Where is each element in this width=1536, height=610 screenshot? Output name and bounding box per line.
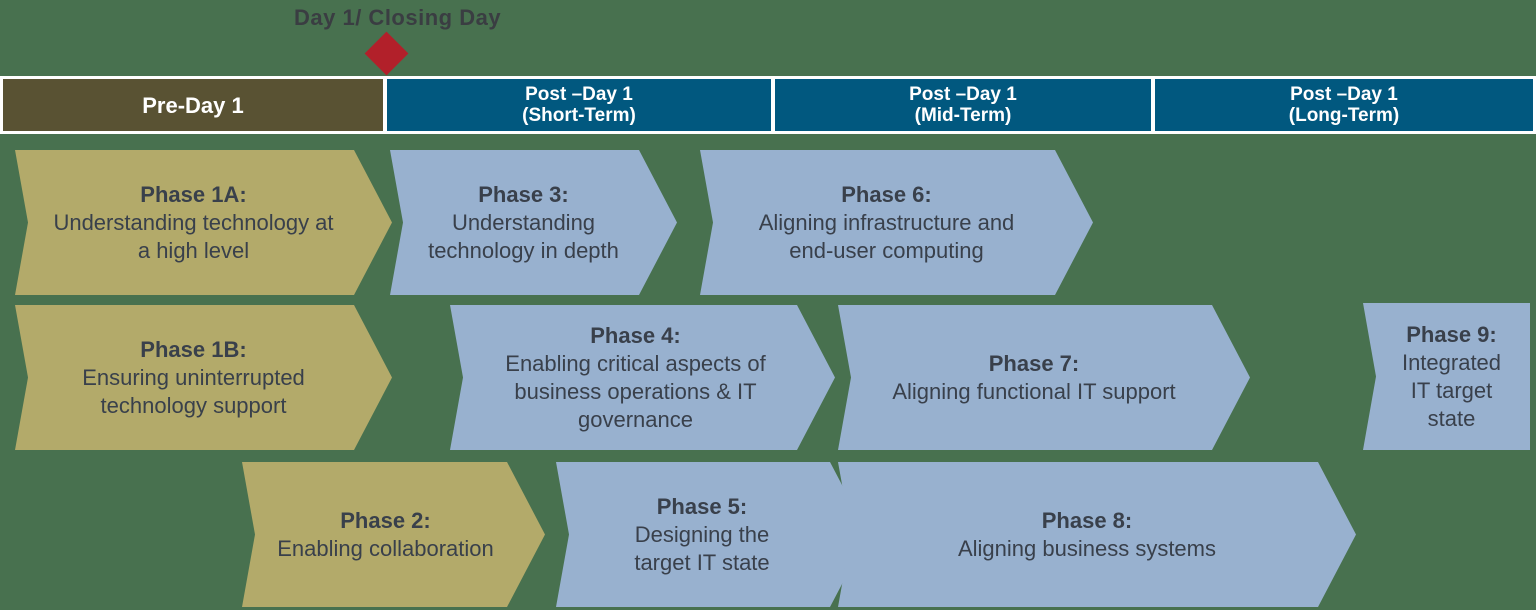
header-segment-label-line2: (Long-Term) [1288,105,1400,126]
header-segment-label-line2: (Short-Term) [522,105,636,126]
phase-4-title: Phase 4: [590,322,681,348]
phase-8-chevron: Phase 8: Aligning business systems [838,462,1356,607]
header-segment-label: Pre-Day 1 [142,92,244,118]
header-segment-post-day1-short-term: Post –Day 1 (Short-Term) [387,79,771,131]
phase-2-chevron: Phase 2: Enabling collaboration [242,462,545,607]
day1-closing-day-label: Day 1/ Closing Day [294,5,502,30]
phase-6-title: Phase 6: [841,181,932,207]
header-segment-label-line1: Post –Day 1 [1290,84,1398,105]
phase-5-title: Phase 5: [656,493,748,519]
phase-8-title: Phase 8: [1041,507,1133,533]
phase-8-desc: Aligning business systems [957,535,1216,561]
header-segment-post-day1-long-term: Post –Day 1 (Long-Term) [1155,79,1533,131]
timeline-header: Pre-Day 1 Post –Day 1 (Short-Term) Post … [0,76,1536,134]
phase-1a-chevron: Phase 1A: Understanding technology at a … [15,150,392,295]
phase-9-desc: Integrated IT target state [1401,349,1502,431]
phase-7-chevron: Phase 7: Aligning functional IT support [838,305,1250,450]
header-segment-post-day1-mid-term: Post –Day 1 (Mid-Term) [775,79,1151,131]
phase-1b-desc: Ensuring uninterrupted technology suppor… [82,364,305,418]
phase-1a-title: Phase 1A: [140,181,247,207]
phase-4-desc: Enabling critical aspects of business op… [505,350,766,432]
phase-4-chevron: Phase 4: Enabling critical aspects of bu… [450,305,835,450]
phase-3-title: Phase 3: [478,181,569,207]
phase-3-chevron: Phase 3: Understanding technology in dep… [390,150,677,295]
phase-9-title: Phase 9: [1406,321,1497,347]
header-segment-pre-day1: Pre-Day 1 [3,79,383,131]
phase-7-title: Phase 7: [988,350,1080,376]
phase-1a-desc: Understanding technology at a high level [53,209,334,263]
phase-2-desc: Enabling collaboration [277,535,494,561]
phase-5-desc: Designing the target IT state [634,521,770,575]
phase-3-desc: Understanding technology in depth [428,209,619,263]
phase-6-desc: Aligning infrastructure and end-user com… [758,209,1015,263]
day1-diamond-icon [364,31,409,76]
phase-7-desc: Aligning functional IT support [892,378,1176,404]
header-segment-label-line1: Post –Day 1 [525,84,633,105]
header-segment-label-line1: Post –Day 1 [909,84,1017,105]
phase-1b-chevron: Phase 1B: Ensuring uninterrupted technol… [15,305,392,450]
phase-9-chevron: Phase 9: Integrated IT target state [1363,303,1530,450]
phase-5-chevron: Phase 5: Designing the target IT state [556,462,868,607]
phase-6-chevron: Phase 6: Aligning infrastructure and end… [700,150,1093,295]
phase-1b-title: Phase 1B: [140,336,247,362]
phase-2-title: Phase 2: [340,507,431,533]
header-segment-label-line2: (Mid-Term) [914,105,1012,126]
